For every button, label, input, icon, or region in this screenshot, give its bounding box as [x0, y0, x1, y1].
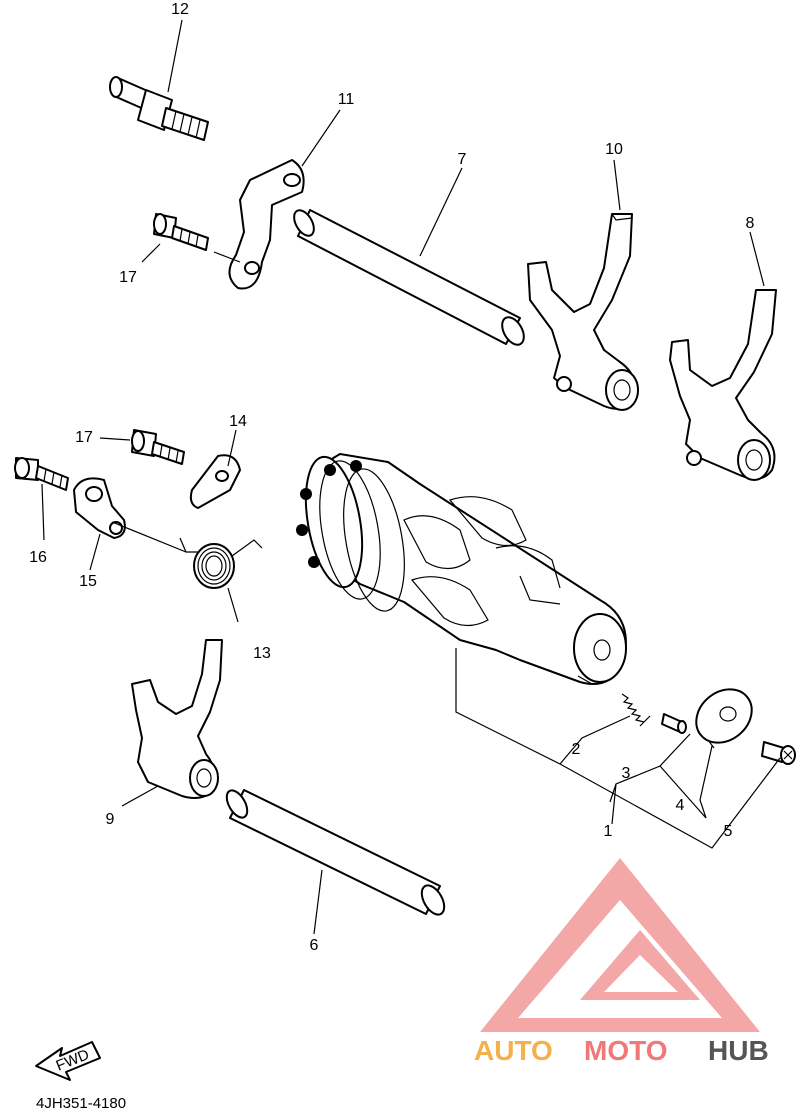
part-4-washer — [695, 688, 753, 749]
callout-17-lower: 17 — [75, 429, 93, 446]
part-16-bolt — [14, 457, 69, 491]
watermark-text: AUTO MOTO HUB — [474, 1035, 769, 1066]
callout-8: 8 — [746, 215, 755, 232]
part-7-shift-fork-shaft — [293, 209, 525, 346]
callout-4: 4 — [676, 797, 685, 814]
callout-6: 6 — [310, 937, 319, 954]
part-12-stud-bolt — [109, 76, 209, 141]
part-17-bolt-upper — [153, 213, 209, 251]
callout-10: 10 — [605, 141, 623, 158]
callout-12: 12 — [171, 1, 189, 18]
part-15-stopper-lever — [73, 477, 126, 539]
callout-7: 7 — [458, 151, 467, 168]
callout-9: 9 — [106, 811, 115, 828]
part-11-stopper-plate — [228, 159, 305, 290]
watermark-hub: HUB — [708, 1035, 769, 1066]
fwd-arrow-icon: FWD — [35, 1041, 101, 1081]
callout-2: 2 — [572, 741, 581, 758]
callout-3: 3 — [622, 765, 631, 782]
callout-1: 1 — [604, 823, 613, 840]
watermark-logo — [480, 858, 760, 1032]
part-6-shift-fork-shaft — [225, 789, 446, 916]
diagram-code: 4JH351-4180 — [36, 1095, 126, 1112]
callout-17-upper: 17 — [119, 269, 137, 286]
callout-11: 11 — [338, 91, 355, 108]
part-10-shift-fork — [527, 213, 639, 411]
part-13-torsion-spring — [179, 537, 263, 589]
callout-14: 14 — [229, 413, 247, 430]
callout-16: 16 — [29, 549, 47, 566]
watermark-auto: AUTO — [474, 1035, 553, 1066]
watermark-moto: MOTO — [584, 1035, 667, 1066]
callout-5: 5 — [724, 823, 733, 840]
callout-13: 13 — [253, 645, 271, 662]
part-5-screw — [761, 741, 796, 765]
leader-lines — [41, 19, 781, 935]
part-14-stopper-plate — [189, 454, 241, 509]
part-8-shift-fork — [669, 289, 777, 481]
part-17-bolt-lower — [131, 429, 185, 465]
part-2-spring — [621, 693, 651, 727]
callouts: 12 11 7 10 8 17 14 17 16 15 13 2 3 4 1 5… — [29, 1, 754, 954]
part-1-shift-drum — [296, 453, 627, 685]
part-3-pin — [661, 713, 687, 734]
part-9-shift-fork — [131, 639, 223, 799]
callout-15: 15 — [79, 573, 97, 590]
